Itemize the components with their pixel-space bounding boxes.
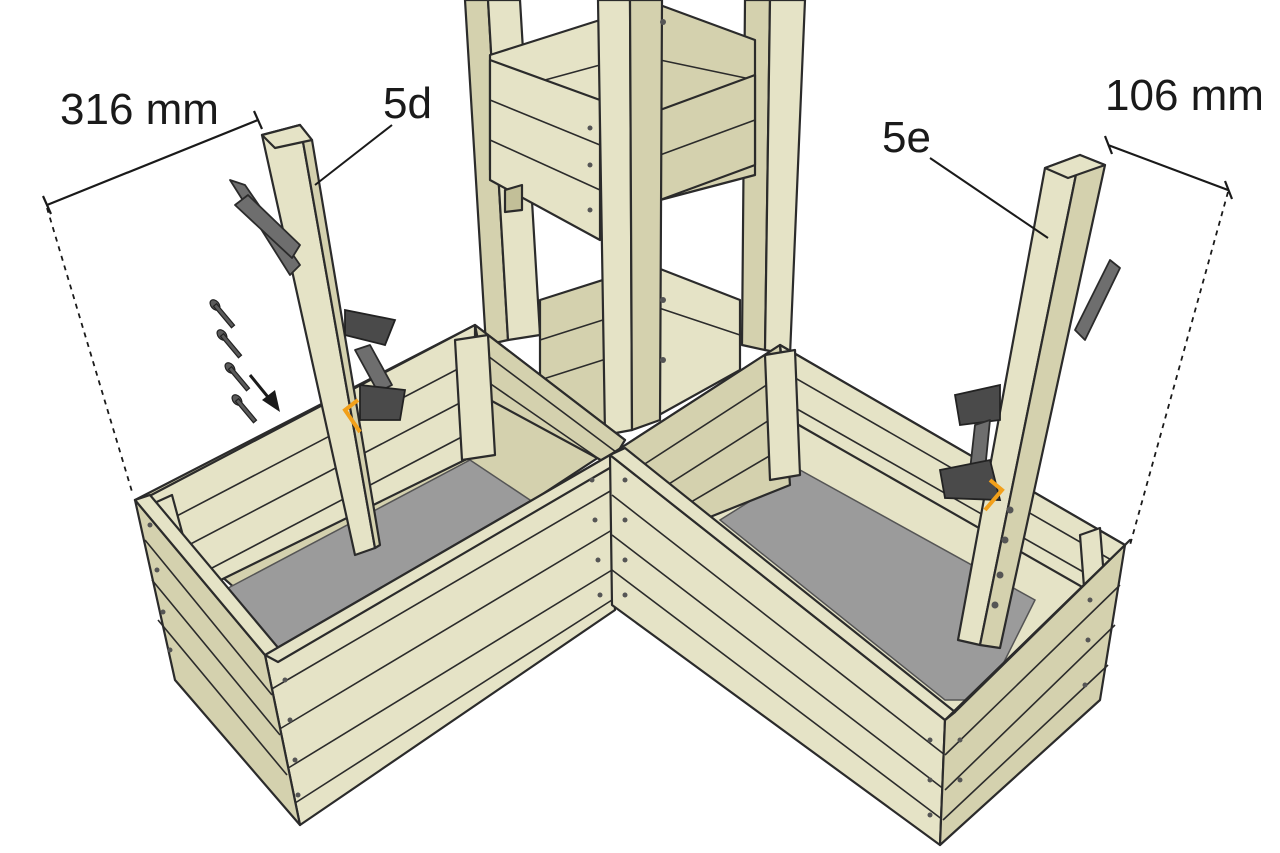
part-label-5e: 5e	[882, 113, 931, 162]
screws	[209, 299, 258, 424]
corner-bracket-left	[342, 398, 362, 434]
right-planter-box	[608, 343, 1132, 847]
callout-5d: 5d	[314, 79, 432, 186]
dimension-label-316: 316 mm	[60, 85, 219, 134]
post-5e	[956, 153, 1107, 650]
dimension-316: 316 mm	[41, 85, 264, 496]
clamp-left	[229, 179, 407, 434]
part-label-5d: 5d	[383, 79, 432, 128]
post-5d	[260, 123, 382, 557]
callout-5e: 5e	[882, 113, 1049, 239]
dimension-106: 106 mm	[1103, 71, 1264, 546]
dimension-label-106: 106 mm	[1105, 71, 1264, 120]
clamp-right	[938, 259, 1121, 512]
tower-frame	[463, 0, 807, 437]
arrow-icon	[248, 374, 280, 412]
corner-bracket-right	[983, 478, 1005, 512]
